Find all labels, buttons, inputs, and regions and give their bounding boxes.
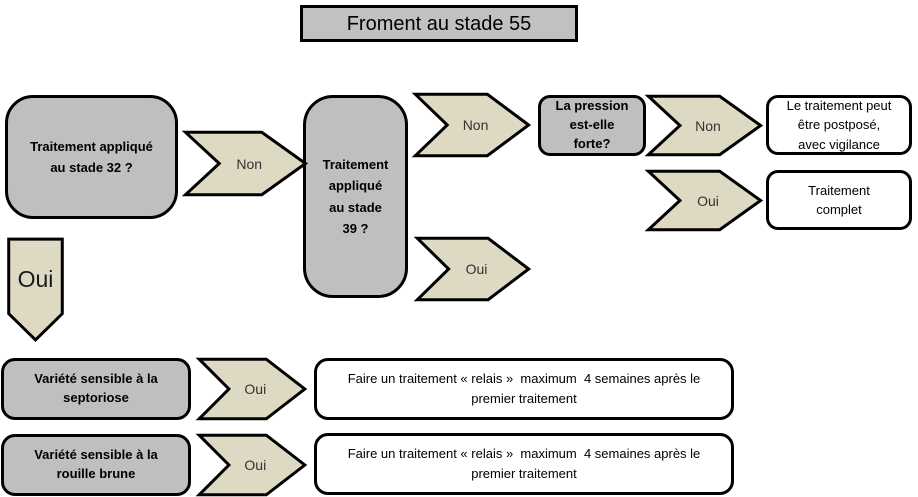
chevron-label: Non (695, 117, 721, 134)
flowchart-title: Froment au stade 55 (300, 5, 578, 42)
chevron-right-icon (183, 131, 308, 196)
outcome-box-traitement-relais-rouille: Faire un traitement « relais » maximum 4… (314, 433, 734, 495)
chevron-label: Non (236, 155, 263, 172)
outcome-box-traitement-postpose: Le traitement peut être postposé, avec v… (766, 95, 912, 155)
chevron-label: Oui (244, 381, 267, 397)
chevron-label: Oui (465, 261, 488, 277)
chevron-right-icon (415, 237, 531, 301)
outcome-box-traitement-complet: Traitement complet (766, 170, 912, 230)
chevron-label: Oui (244, 457, 267, 473)
chevron-right-icon (197, 434, 307, 496)
decision-box-traitement-stade-39: Traitement appliqué au stade 39 ? (303, 95, 408, 298)
pennant-label: Oui (17, 266, 54, 293)
chevron-arrow-oui-rouille: Oui (197, 434, 307, 496)
chevron-label: Non (462, 117, 489, 133)
chevron-arrow-oui-from-stade-39: Oui (415, 237, 531, 301)
chevron-right-icon (646, 95, 763, 156)
chevron-right-icon (646, 170, 763, 231)
chevron-arrow-non-to-pression: Non (413, 93, 531, 157)
chevron-arrow-non-to-postpose: Non (646, 95, 763, 156)
chevron-right-icon (413, 93, 531, 157)
decision-box-variete-septoriose: Variété sensible à la septoriose (1, 358, 191, 420)
chevron-arrow-oui-to-complet: Oui (646, 170, 763, 231)
decision-box-variete-rouille-brune: Variété sensible à la rouille brune (1, 434, 191, 496)
down-arrow-oui-from-stade-32: Oui (7, 237, 64, 342)
chevron-arrow-oui-septoriose: Oui (197, 358, 307, 420)
chevron-arrow-non-to-stade-39: Non (183, 131, 308, 196)
chevron-right-icon (197, 358, 307, 420)
chevron-label: Oui (697, 192, 719, 209)
decision-box-pression-forte: La pression est-elle forte? (538, 95, 646, 156)
outcome-box-traitement-relais-septoriose: Faire un traitement « relais » maximum 4… (314, 358, 734, 420)
decision-box-traitement-stade-32: Traitement appliqué au stade 32 ? (5, 95, 178, 219)
arrow-down-pennant-icon (7, 237, 64, 342)
